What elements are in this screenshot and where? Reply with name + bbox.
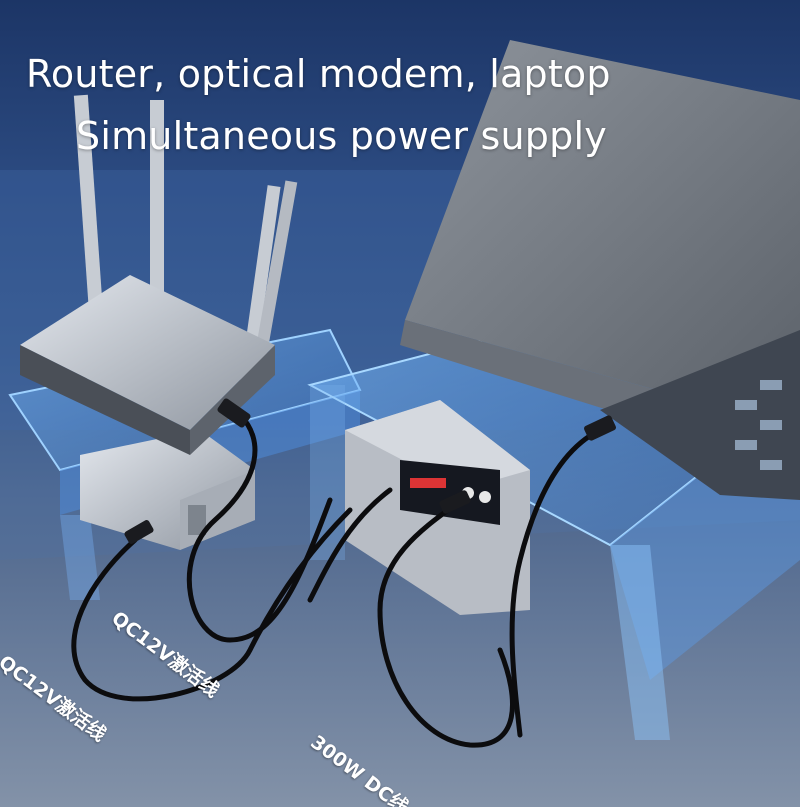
cables: [71, 412, 603, 748]
power-station: [345, 400, 530, 615]
headline-line-1: Router, optical modem, laptop: [26, 52, 611, 96]
router: [20, 94, 298, 455]
headline-line-2: Simultaneous power supply: [76, 114, 607, 158]
cable-connectors: [124, 398, 616, 544]
optical-modem: [80, 430, 255, 550]
laptop: [400, 40, 800, 500]
floor: [0, 520, 800, 807]
headline: Router, optical modem, laptop Simultaneo…: [0, 0, 800, 170]
